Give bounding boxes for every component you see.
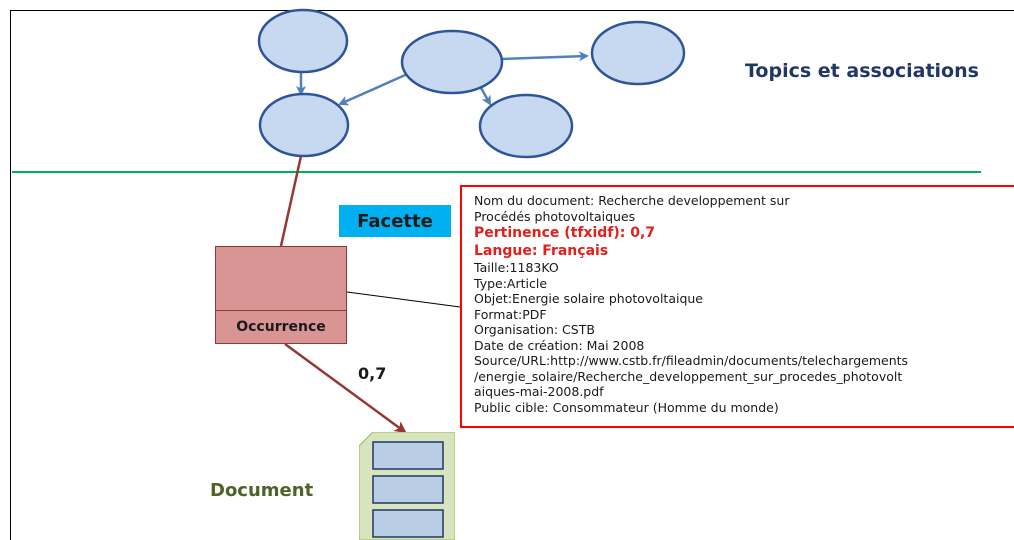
info-organisation: Organisation: CSTB [474,322,595,337]
info-document-name: Nom du document: Recherche developpement… [474,193,790,208]
document-label: Document [210,480,314,501]
info-audience: Public cible: Consommateur (Homme du mon… [474,399,779,415]
info-document-name-cont: Procédés photovoltaiques [474,208,636,224]
occurrence-label: Occurrence [236,319,326,335]
info-subject: Objet:Energie solaire photovoltaique [474,291,703,306]
info-source-url: Source/URL:http://www.cstb.fr/fileadmin/… [474,353,909,368]
association-arrow [501,51,589,62]
occurrence-link [279,155,303,247]
occurrence-divider [216,310,346,311]
facet-info-box: Nom du document: Recherche developpement… [460,185,1014,428]
info-relevance: Pertinence (tfxidf): 0,7 [474,225,656,241]
topic-node [257,8,349,74]
document-slot [372,475,444,504]
info-language: Langue: Français [474,243,609,259]
info-format: Format:PDF [474,306,547,322]
topic-node [400,29,504,95]
edge-weight-label: 0,7 [358,364,387,383]
facette-badge: Facette [339,205,451,237]
diagram-frame [10,10,1014,540]
info-type: Type:Article [474,275,548,291]
document-slot [372,509,444,538]
document-slot [372,441,444,470]
info-size: Taille:1183KO [474,260,559,275]
info-date: Date de création: Mai 2008 [474,337,645,353]
document-arrow [284,342,407,434]
info-source-url-end: aiques-mai-2008.pdf [474,384,604,399]
topics-title: Topics et associations [745,60,979,82]
info-source-url-cont: /energie_solaire/Recherche_developpement… [474,368,903,384]
facet-connector [346,291,461,308]
occurrence-box: Occurrence [215,246,347,344]
association-arrow [478,85,492,106]
association-arrow [338,70,413,106]
topic-node [258,92,350,158]
document-icon [359,432,455,540]
topic-node [590,20,686,86]
topic-node [478,93,574,159]
